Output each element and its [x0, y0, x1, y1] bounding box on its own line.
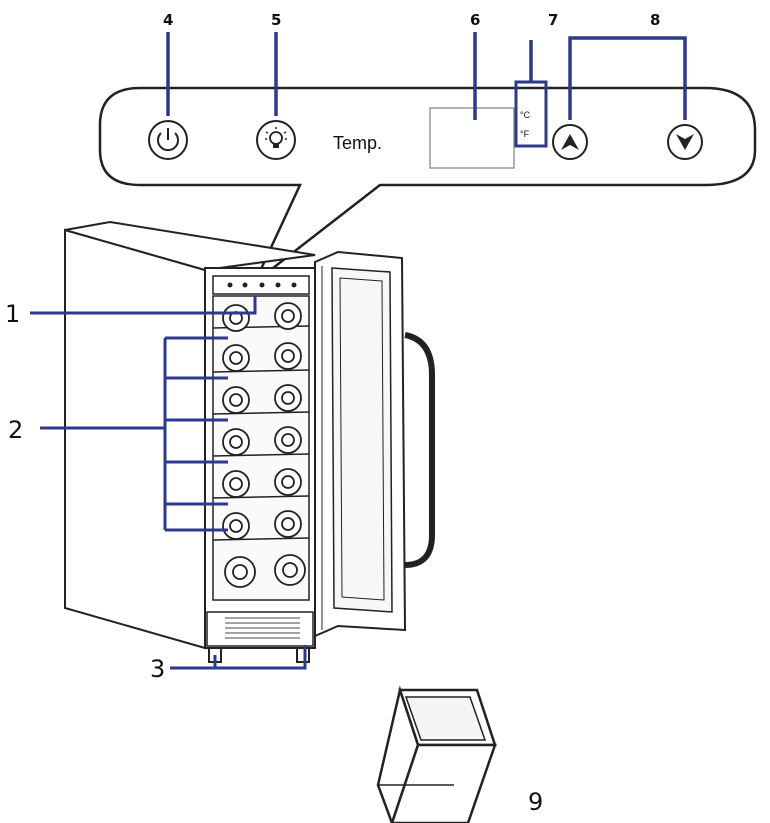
storage-bin — [378, 690, 495, 823]
door-handle — [405, 335, 432, 565]
callout-1: 1 — [5, 300, 20, 328]
callout-2: 2 — [8, 416, 23, 444]
temp-up-button[interactable] — [553, 125, 587, 159]
callout-4: 4 — [163, 11, 173, 29]
callout-3: 3 — [150, 655, 165, 683]
temp-label: Temp. — [333, 133, 382, 153]
unit-fahrenheit: °F — [520, 129, 530, 139]
callout-9: 9 — [528, 788, 543, 816]
light-button[interactable] — [257, 121, 295, 159]
callout-6: 6 — [470, 11, 480, 29]
leveling-feet — [209, 648, 309, 662]
temperature-display — [430, 108, 514, 168]
unit-celsius: °C — [520, 110, 531, 120]
callout-7: 7 — [548, 11, 558, 29]
callout-5: 5 — [271, 11, 281, 29]
temp-down-button[interactable] — [668, 125, 702, 159]
glass-door — [315, 252, 405, 636]
callout-8: 8 — [650, 11, 660, 29]
power-button[interactable] — [149, 121, 187, 159]
